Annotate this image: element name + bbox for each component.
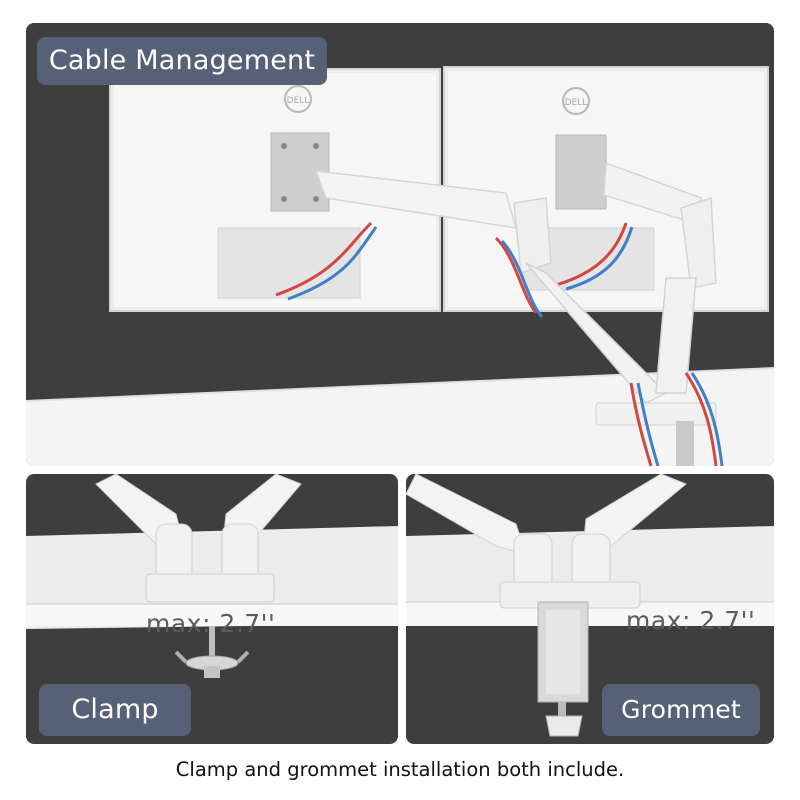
clamp-base — [145, 573, 275, 603]
max-thickness-label: max: 2.7'' — [626, 606, 756, 635]
clamp-screw — [174, 626, 250, 678]
arm-base-clamp — [595, 372, 724, 466]
monitor-brand-right: DELL — [565, 98, 588, 108]
grommet-bracket — [537, 601, 589, 737]
monitor-brand-left: DELL — [287, 96, 310, 106]
desk-surface — [26, 368, 774, 466]
clamp-installation-photo: max: 2.7'' Clamp — [26, 474, 398, 744]
monitor-arm-right — [603, 161, 717, 394]
dual-monitor-arm-illustration: DELL DELL — [26, 66, 774, 466]
max-thickness-label: max: 2.7'' — [146, 609, 276, 638]
grommet-installation-photo: max: 2.7'' Grommet — [406, 474, 774, 744]
clamp-illustration — [26, 474, 398, 678]
desk-edge — [26, 604, 398, 626]
grommet-illustration — [406, 474, 774, 737]
monitor-stand-cover-left — [217, 227, 361, 299]
installation-caption: Clamp and grommet installation both incl… — [175, 758, 625, 781]
clamp-badge: Clamp — [39, 684, 191, 736]
grommet-badge: Grommet — [602, 684, 760, 736]
dell-logo-icon — [284, 85, 312, 113]
dell-logo-icon — [562, 87, 590, 115]
cable-management-badge: Cable Management — [37, 37, 327, 85]
monitor-arm-left — [314, 170, 668, 404]
cable-management-photo: DELL DELL — [26, 23, 774, 466]
vesa-plate-right — [555, 134, 607, 210]
